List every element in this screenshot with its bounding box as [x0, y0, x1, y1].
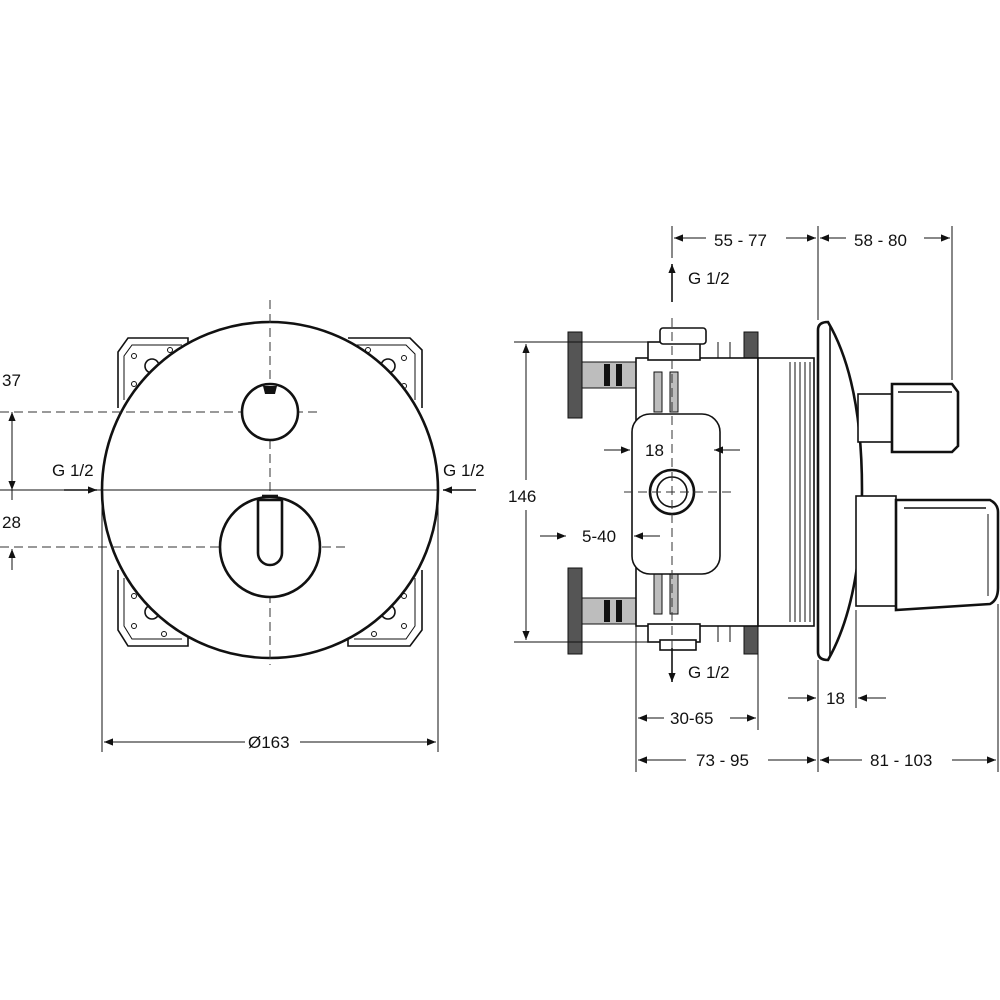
outlet-bottom-label: G 1/2 [688, 663, 730, 682]
cover-plate-side [816, 320, 864, 662]
dim-28-label: 28 [2, 513, 21, 532]
mounting-bracket-top-right [348, 337, 423, 408]
dim-18-top-label: 18 [645, 441, 664, 460]
dim-5-40-label: 5-40 [582, 527, 616, 546]
diameter-label: Ø163 [248, 733, 290, 752]
dim-73-95-label: 73 - 95 [696, 751, 749, 770]
dim-30-65-label: 30-65 [670, 709, 713, 728]
diverter-knob [240, 382, 300, 442]
dim-81-103-label: 81 - 103 [870, 751, 932, 770]
side-view: 55 - 77 58 - 80 G 1/2 G 1/2 146 18 5-40 … [508, 226, 1000, 772]
inlet-left-label: G 1/2 [52, 461, 94, 480]
diverter-knob-side [857, 382, 960, 454]
dim-37-label: 37 [2, 371, 21, 390]
thermostat-handle-side [855, 495, 1000, 612]
front-view: 37 28 G 1/2 G 1/2 Ø163 [0, 300, 485, 752]
dim-58-80-label: 58 - 80 [854, 231, 907, 250]
inlet-right-label: G 1/2 [443, 461, 485, 480]
dim-146-label: 146 [508, 487, 536, 506]
outlet-top-label: G 1/2 [688, 269, 730, 288]
thermostat-handle [218, 494, 322, 599]
dim-18-bottom-label: 18 [826, 689, 845, 708]
dim-55-77-label: 55 - 77 [714, 231, 767, 250]
